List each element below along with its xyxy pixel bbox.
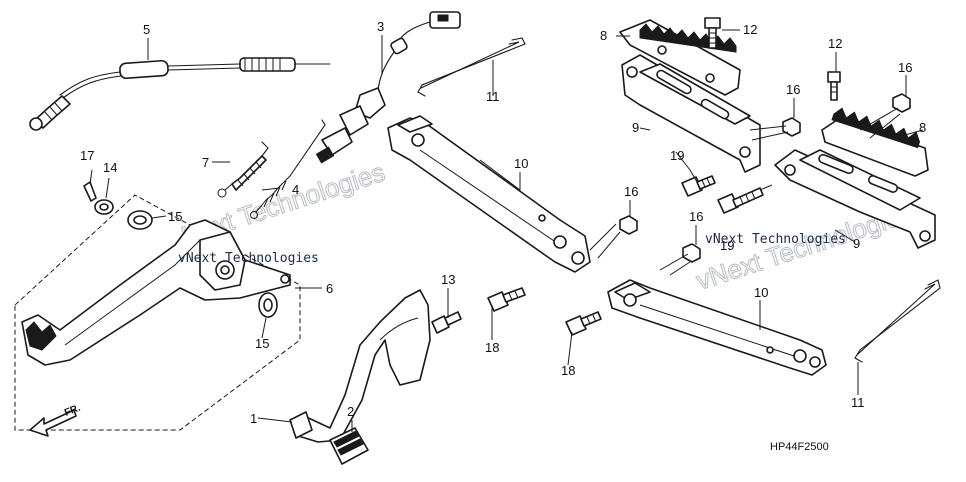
callout-7: 7	[202, 155, 209, 170]
part-13-bolt	[431, 311, 462, 334]
part-16-nut-d	[682, 243, 701, 263]
callout-15-a: 15	[168, 209, 182, 224]
callout-labels: 5 3 8 12 12 16 16 8 9 19 19 9 11 10 16 1…	[80, 19, 926, 426]
callout-18-a: 18	[485, 340, 499, 355]
part-19-bolt-b	[717, 187, 764, 214]
part-11-rod-right	[854, 279, 941, 363]
part-10-arm-upper	[387, 115, 591, 273]
callout-9-upper: 9	[632, 120, 639, 135]
leader-lines	[89, 29, 924, 432]
callout-16-c: 16	[624, 184, 638, 199]
callout-13: 13	[441, 272, 455, 287]
part-16-nut-b	[892, 93, 911, 113]
callout-14: 14	[103, 160, 117, 175]
callout-17: 17	[80, 148, 94, 163]
part-19-bolt-a	[681, 175, 716, 197]
front-direction-arrow: FR.	[29, 402, 82, 437]
part-9-bracket-upper	[621, 54, 761, 173]
part-18-bolt-b	[565, 311, 602, 336]
callout-8-upper: 8	[600, 28, 607, 43]
part-3-switch	[315, 11, 461, 164]
part-15-bush-b	[258, 292, 278, 318]
callout-1: 1	[250, 411, 257, 426]
callout-12-lower: 12	[828, 36, 842, 51]
callout-10-upper: 10	[514, 156, 528, 171]
part-1-pedal-arm	[289, 289, 431, 443]
callout-4: 4	[292, 182, 299, 197]
part-18-bolt-a	[487, 287, 526, 312]
watermark-small: vNext Technologies vNext Technologies	[178, 232, 846, 266]
part-15-bush-a	[127, 210, 153, 230]
watermark-text-left: vNext Technologies	[178, 251, 319, 266]
part-12-bolt-lower	[827, 71, 841, 101]
part-8-footpeg-upper	[619, 19, 741, 96]
callout-6: 6	[326, 281, 333, 296]
callout-12-upper: 12	[743, 22, 757, 37]
part-17-pin	[83, 181, 97, 202]
callout-19-a: 19	[670, 148, 684, 163]
part-16-nut-a	[782, 117, 801, 137]
part-6-assembly	[14, 194, 301, 431]
callout-5: 5	[143, 22, 150, 37]
part-12-bolt-upper	[704, 17, 721, 49]
callout-11-top: 11	[486, 89, 500, 104]
part-4-spring	[250, 119, 326, 219]
callout-19-b: 19	[720, 238, 734, 253]
part-2-pedal-rubber	[329, 427, 369, 465]
part-9-bracket-lower	[774, 149, 936, 249]
watermark-text-right: vNext Technologies	[705, 232, 846, 247]
callout-15-b: 15	[255, 336, 269, 351]
callout-2: 2	[347, 404, 354, 419]
callout-16-d: 16	[689, 209, 703, 224]
part-11-rod-top	[417, 37, 526, 97]
part-10-arm-lower	[607, 279, 827, 376]
callout-3: 3	[377, 19, 384, 34]
part-14-washer	[94, 199, 114, 215]
callout-8-lower: 8	[919, 120, 926, 135]
part-8-footpeg-lower	[821, 107, 929, 177]
callout-11-right: 11	[851, 395, 865, 410]
part-5-cable	[29, 57, 331, 131]
part-16-nut-c	[619, 215, 638, 235]
callout-16-b: 16	[898, 60, 912, 75]
part-7-spring	[217, 141, 269, 198]
callout-9-lower: 9	[853, 236, 860, 251]
fr-label: FR.	[63, 402, 82, 418]
callout-16-a: 16	[786, 82, 800, 97]
diagram-code: HP44F2500	[770, 441, 829, 453]
callout-18-b: 18	[561, 363, 575, 378]
callout-10-lower: 10	[754, 285, 768, 300]
